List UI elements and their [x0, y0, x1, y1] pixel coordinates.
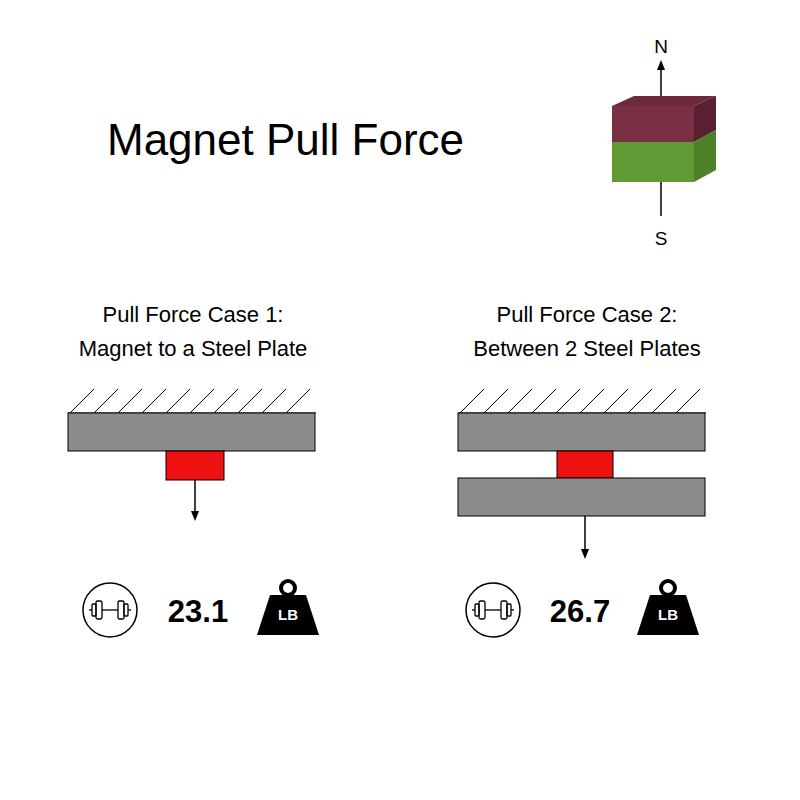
case1-illustration	[68, 413, 316, 521]
hatch-line	[604, 389, 628, 413]
case-heading: Pull Force Case 2:	[497, 304, 678, 326]
case2-illustration	[458, 413, 706, 559]
case-heading: Pull Force Case 1:	[103, 304, 284, 326]
dumbbell-icon	[466, 583, 520, 637]
hatch-line	[628, 389, 652, 413]
hatch-line	[118, 389, 142, 413]
hatch-line	[70, 389, 94, 413]
hatch-line	[262, 389, 286, 413]
hatch-line	[508, 389, 532, 413]
case-heading: Between 2 Steel Plates	[473, 338, 700, 360]
hatch-line	[652, 389, 676, 413]
force-value: 23.1	[168, 596, 228, 627]
weight-icon: LB	[636, 578, 700, 636]
hatch-line	[556, 389, 580, 413]
hatch-line	[142, 389, 166, 413]
dumbbell-icon	[83, 583, 137, 637]
hatch-line	[94, 389, 118, 413]
hatch-line	[190, 389, 214, 413]
title: Magnet Pull Force	[107, 118, 464, 162]
hatch-line	[166, 389, 190, 413]
ceiling-hatch	[70, 389, 700, 413]
pole-label: S	[655, 229, 668, 248]
hatch-line	[286, 389, 310, 413]
pole-label: N	[654, 37, 668, 56]
hatch-line	[214, 389, 238, 413]
hatch-line	[238, 389, 262, 413]
magnet-cube	[612, 60, 716, 216]
hatch-line	[676, 389, 700, 413]
case-heading: Magnet to a Steel Plate	[79, 338, 308, 360]
weight-icon: LB	[256, 578, 320, 636]
unit-label: LB	[278, 607, 298, 622]
hatch-line	[532, 389, 556, 413]
hatch-line	[460, 389, 484, 413]
hatch-line	[580, 389, 604, 413]
hatch-line	[484, 389, 508, 413]
force-value: 26.7	[550, 596, 610, 627]
unit-label: LB	[658, 607, 678, 622]
